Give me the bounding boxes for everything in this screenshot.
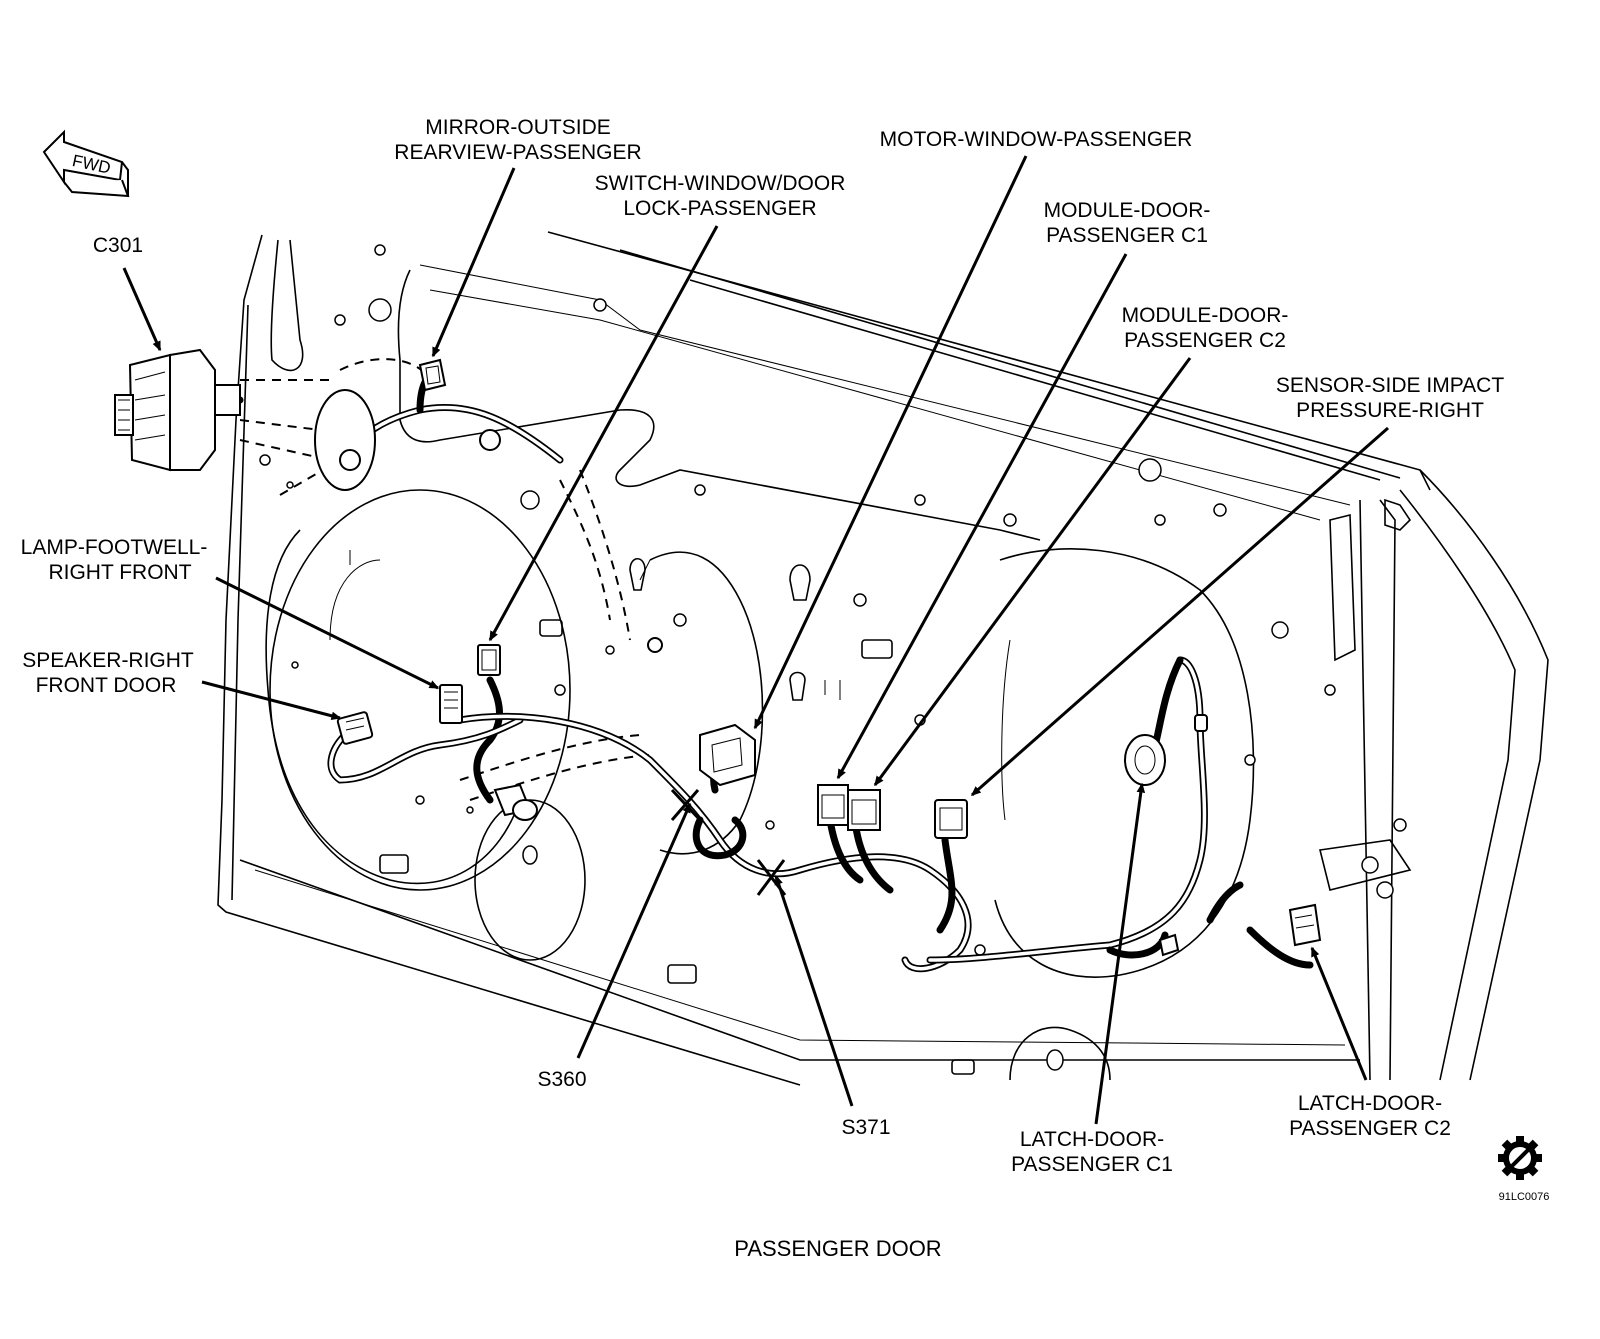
fwd-label: FWD xyxy=(71,151,113,178)
label-latch-c1-line1: LATCH-DOOR- xyxy=(1020,1128,1164,1151)
harness-clip xyxy=(479,429,501,451)
label-switch-line1: SWITCH-WINDOW/DOOR xyxy=(595,172,846,195)
c301-connector xyxy=(114,348,241,472)
module-connectors xyxy=(817,784,881,831)
mirror-connector xyxy=(418,358,447,392)
lower-bracket xyxy=(493,783,538,821)
label-s360: S360 xyxy=(537,1068,586,1091)
callout-labels: C301 MIRROR-OUTSIDE REARVIEW-PASSENGER S… xyxy=(21,116,1505,1176)
label-speaker-line1: SPEAKER-RIGHT xyxy=(22,649,194,672)
label-sensor-line1: SENSOR-SIDE IMPACT xyxy=(1276,374,1504,397)
label-latch-c2-line2: PASSENGER C2 xyxy=(1289,1117,1451,1140)
latch-c1-connector xyxy=(1124,714,1208,786)
label-lamp-line2: RIGHT FRONT xyxy=(48,561,191,584)
mirror-grommet-bolt xyxy=(339,449,361,471)
diagram-caption: PASSENGER DOOR xyxy=(734,1236,941,1261)
door-panel xyxy=(217,231,1549,1086)
speaker-connector xyxy=(336,711,374,745)
label-c301: C301 xyxy=(93,234,143,257)
sensor-connector xyxy=(934,799,968,839)
leader-lines xyxy=(122,155,1389,1125)
label-speaker-line2: FRONT DOOR xyxy=(36,674,177,697)
switch-connector xyxy=(477,644,501,676)
label-module-c1-line1: MODULE-DOOR- xyxy=(1044,199,1211,222)
figure-code: 91LC0076 xyxy=(1499,1191,1550,1203)
label-lamp-line1: LAMP-FOOTWELL- xyxy=(21,536,208,559)
connectors xyxy=(114,348,1322,957)
label-mirror-line2: REARVIEW-PASSENGER xyxy=(394,141,641,164)
label-sensor-line2: PRESSURE-RIGHT xyxy=(1296,399,1484,422)
label-latch-c2-line1: LATCH-DOOR- xyxy=(1298,1092,1442,1115)
label-module-c2-line1: MODULE-DOOR- xyxy=(1122,304,1289,327)
label-s371: S371 xyxy=(841,1116,890,1139)
label-mirror-line1: MIRROR-OUTSIDE xyxy=(425,116,611,139)
lamp-connector xyxy=(439,684,463,724)
latch-c2-connector xyxy=(1288,903,1322,947)
latch-clip xyxy=(1158,933,1180,957)
label-switch-line2: LOCK-PASSENGER xyxy=(623,197,816,220)
mirror-grommet xyxy=(314,389,376,491)
label-motor: MOTOR-WINDOW-PASSENGER xyxy=(880,128,1193,151)
label-latch-c1-line2: PASSENGER C1 xyxy=(1011,1153,1173,1176)
fwd-arrow-icon: FWD xyxy=(42,129,130,198)
label-module-c2-line2: PASSENGER C2 xyxy=(1124,329,1286,352)
motor-connector xyxy=(699,723,756,787)
harness-retainer xyxy=(647,637,663,653)
label-module-c1-line2: PASSENGER C1 xyxy=(1046,224,1208,247)
gear-icon xyxy=(1498,1136,1542,1180)
